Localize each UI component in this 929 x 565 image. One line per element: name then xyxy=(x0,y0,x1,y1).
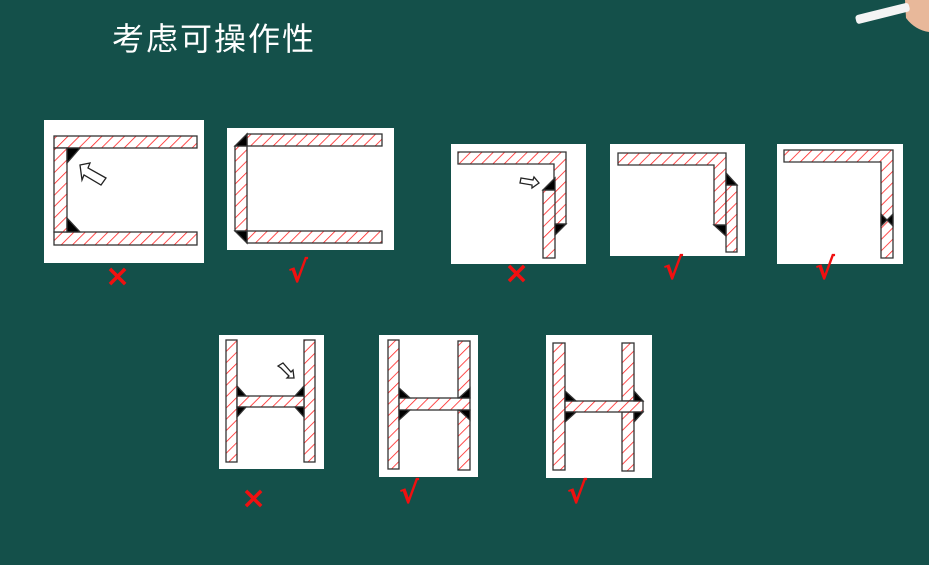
panel-corner-butt xyxy=(777,144,903,264)
verdict-mark: √ xyxy=(399,476,420,511)
chalk-hand-icon xyxy=(855,0,929,32)
panel-h-section-inner-welds xyxy=(219,335,324,469)
weld xyxy=(66,216,82,233)
verdict-mark: √ xyxy=(567,476,588,511)
verdict-mark: × xyxy=(241,481,267,516)
panel-h-section-web-through-flange xyxy=(546,335,652,478)
top-plate xyxy=(53,135,198,149)
weld xyxy=(66,147,82,165)
panel-h-section-web-into-flange xyxy=(379,335,478,477)
verdict-mark: × xyxy=(504,256,530,291)
panel-corner-lapped-inner xyxy=(451,144,586,264)
verdict-mark: √ xyxy=(663,252,684,287)
verdict-mark: √ xyxy=(815,252,836,287)
panel-channel-outer-welds xyxy=(227,128,394,250)
panel-channel-inner-welds xyxy=(44,120,204,263)
panel-corner-lapped-outer xyxy=(610,144,745,256)
slide-title: 考虑可操作性 xyxy=(112,20,317,58)
web-plate xyxy=(53,147,68,233)
bottom-plate xyxy=(53,231,198,246)
verdict-mark: √ xyxy=(288,255,309,290)
arrow-icon xyxy=(79,162,107,186)
verdict-mark: × xyxy=(105,259,131,294)
